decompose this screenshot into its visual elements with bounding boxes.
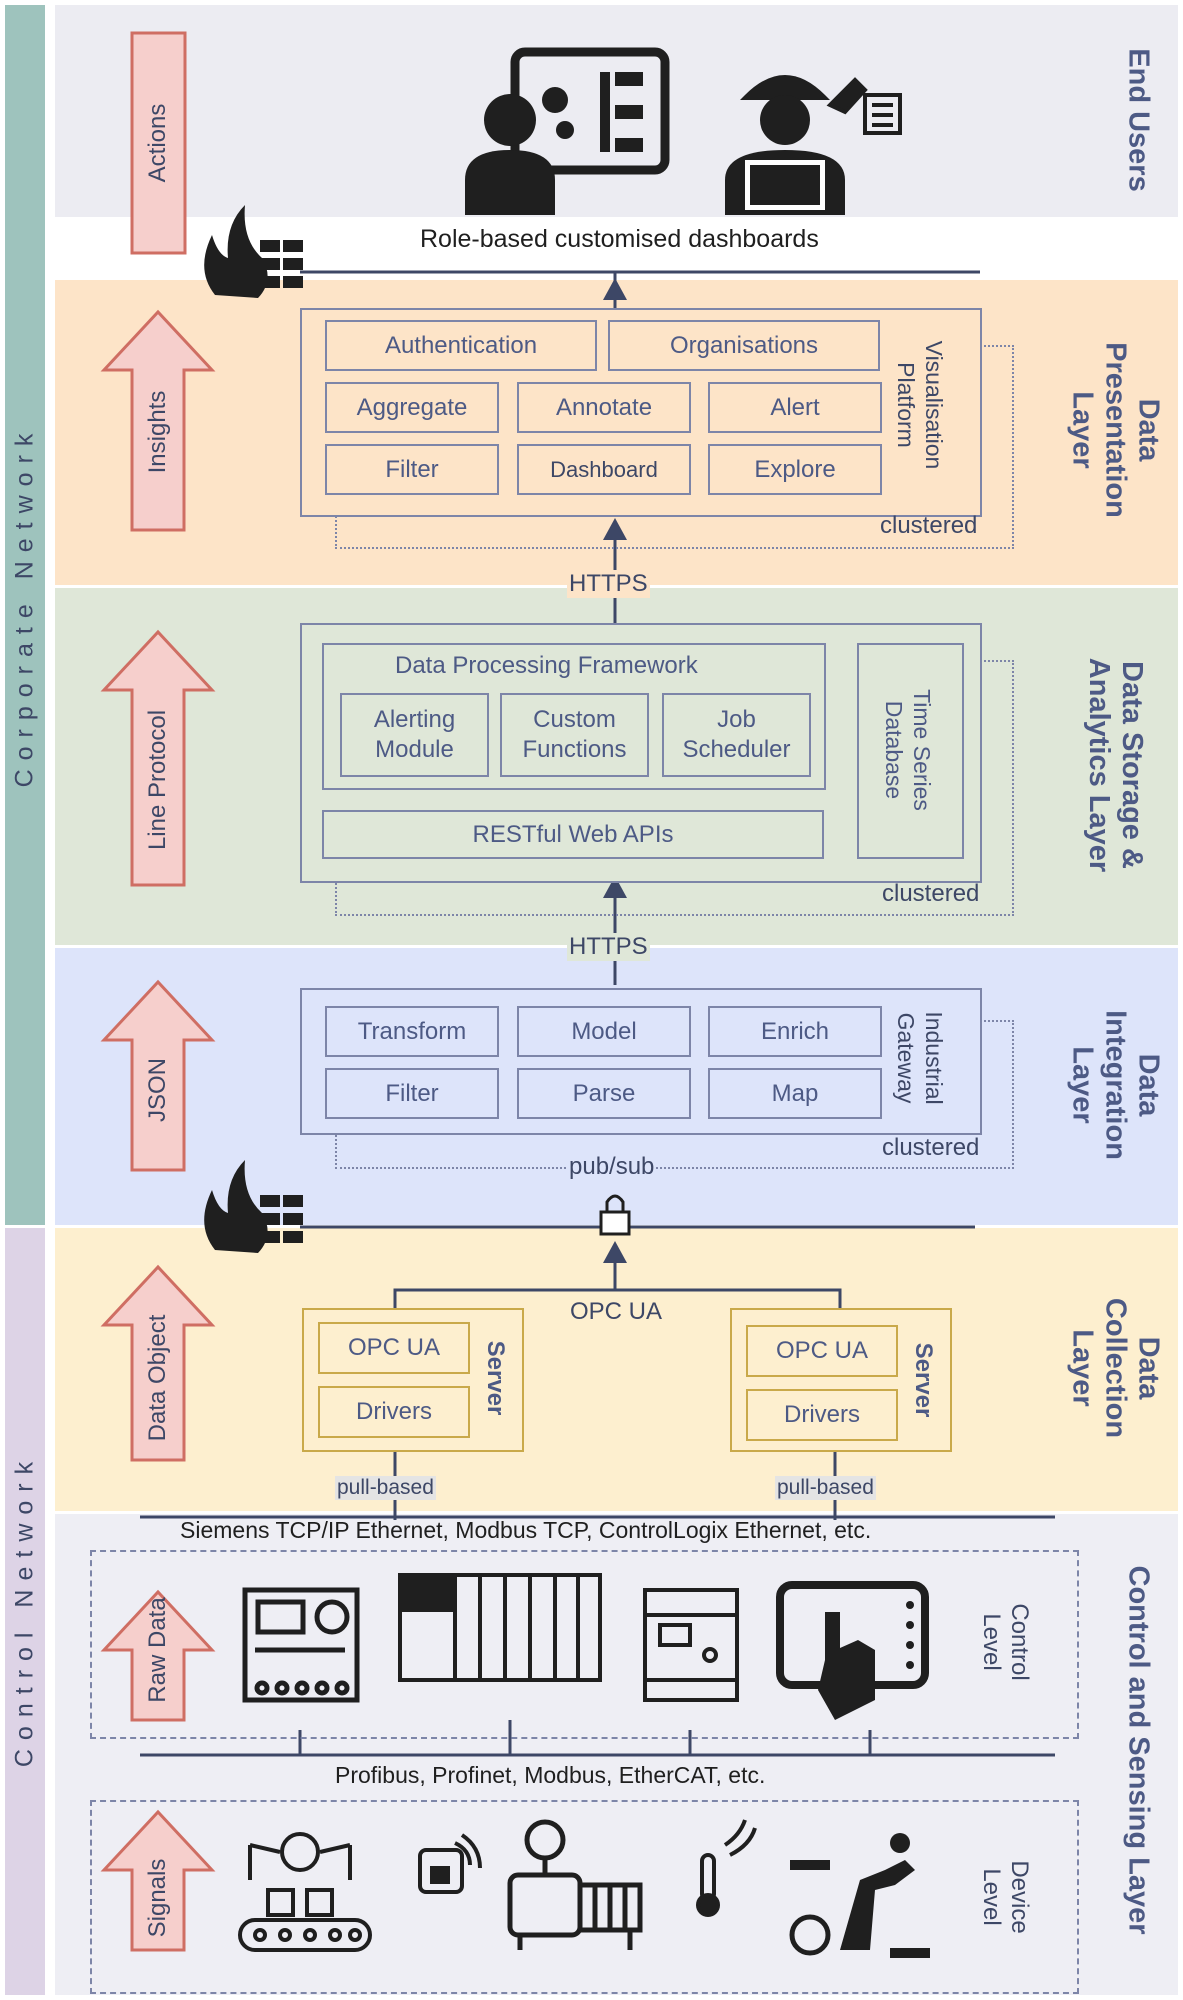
model-box: Model: [517, 1006, 691, 1057]
https-link-label-2: HTTPS: [567, 933, 650, 961]
insights-arrow: [100, 309, 216, 532]
control-panel-icon: [242, 1587, 360, 1703]
plc-module-icon: [643, 1588, 739, 1702]
line-protocol-arrow: [100, 629, 216, 887]
opc-ua-box-right: OPC UA: [746, 1325, 898, 1377]
dashboard-box: Dashboard: [517, 444, 691, 495]
firewall-icon: [204, 205, 303, 298]
touchscreen-hmi-icon: [776, 1581, 929, 1720]
transform-box: Transform: [325, 1006, 499, 1057]
opc-ua-bracket: [393, 1288, 842, 1310]
https-link-label-1: HTTPS: [567, 570, 650, 598]
manager-dashboard-icon: [465, 47, 670, 215]
time-series-database-box: [857, 643, 964, 859]
plc-rack-icon: [398, 1573, 602, 1682]
aggregate-box: Aggregate: [325, 382, 499, 433]
storage-platform: [300, 623, 982, 883]
drivers-box-right: Drivers: [746, 1389, 898, 1441]
server-left: [302, 1308, 524, 1452]
motor-pump-icon: [507, 1819, 643, 1950]
visualisation-platform: [300, 308, 982, 517]
thermometer-sensor-icon: [696, 1819, 757, 1917]
organisations-box: Organisations: [608, 320, 880, 371]
device-level-box: [90, 1800, 1079, 1994]
presentation-clustered-label: clustered: [880, 512, 978, 539]
storage-clustered-label: clustered: [882, 880, 980, 907]
arrowhead-users: [603, 278, 627, 300]
arrowhead-integration: [603, 1241, 627, 1263]
arrowhead-presentation: [603, 518, 627, 540]
presentation-filter-box: Filter: [325, 444, 499, 495]
arrowhead-storage: [603, 876, 627, 898]
integration-filter-box: Filter: [325, 1068, 499, 1119]
corporate-network-bar: [5, 5, 45, 1225]
conveyor-robot-icon: [238, 1832, 372, 1952]
framework-label: Data Processing Framework: [395, 652, 698, 679]
protocols-top-label: Siemens TCP/IP Ethernet, Modbus TCP, Con…: [180, 1517, 872, 1543]
engineer-laptop-icon: [725, 75, 845, 215]
lock-icon: [599, 1194, 631, 1236]
control-network-bar: [5, 1228, 45, 1995]
opc-ua-box-left: OPC UA: [318, 1322, 470, 1374]
enrich-box: Enrich: [708, 1006, 882, 1057]
data-processing-framework: [322, 643, 826, 790]
building-calculator-icon: [826, 77, 902, 135]
opc-ua-link-label: OPC UA: [567, 1298, 666, 1326]
drivers-box-left: Drivers: [318, 1386, 470, 1438]
end-users-caption: Role-based customised dashboards: [420, 225, 819, 253]
robot-arm-icon: [789, 1833, 930, 1958]
data-object-arrow: [100, 1264, 216, 1462]
pub-sub-label: pub/sub: [567, 1153, 657, 1181]
authentication-box: Authentication: [325, 320, 597, 371]
actions-arrow: [130, 31, 187, 255]
job-scheduler-box: Job Scheduler: [662, 693, 811, 777]
firewall-icon-2: [204, 1160, 303, 1253]
alert-box: Alert: [708, 382, 882, 433]
explore-box: Explore: [708, 444, 882, 495]
control-level-box: [90, 1550, 1079, 1739]
rfid-tag-icon: [418, 1833, 482, 1894]
pull-based-right: pull-based: [775, 1476, 876, 1500]
server-right: [730, 1308, 952, 1452]
custom-functions-box: Custom Functions: [500, 693, 649, 777]
map-box: Map: [708, 1068, 882, 1119]
industrial-gateway: [300, 988, 982, 1135]
integration-clustered-label: clustered: [882, 1134, 980, 1161]
alerting-module-box: Alerting Module: [340, 693, 489, 777]
pull-based-left: pull-based: [335, 1476, 436, 1500]
protocols-bottom-label: Profibus, Profinet, Modbus, EtherCAT, et…: [335, 1762, 766, 1788]
signals-arrow: [100, 1809, 216, 1952]
raw-data-arrow: [100, 1589, 216, 1722]
annotate-box: Annotate: [517, 382, 691, 433]
restful-apis-box: RESTful Web APIs: [322, 810, 824, 859]
json-arrow: [100, 979, 216, 1172]
parse-box: Parse: [517, 1068, 691, 1119]
